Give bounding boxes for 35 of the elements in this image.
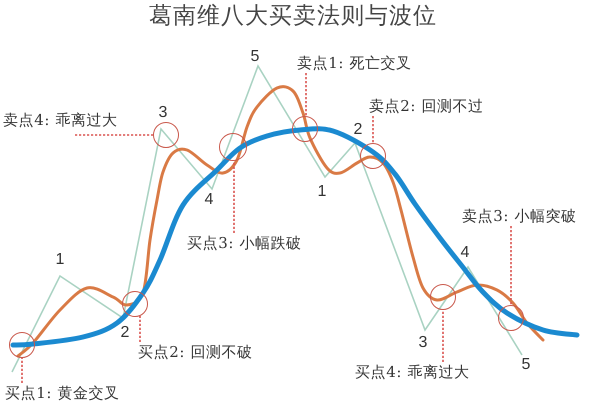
wave-number: 1 — [56, 252, 64, 268]
callout-label: 卖点1: 死亡交叉 — [297, 53, 412, 73]
highlight-circle — [360, 143, 386, 169]
callout-label: 买点3: 小幅跌破 — [187, 233, 302, 253]
wave-number: 4 — [460, 245, 470, 261]
wave-number: 2 — [354, 122, 362, 138]
callout-label: 卖点4: 乖离过大 — [3, 106, 118, 135]
leader-line — [510, 226, 512, 305]
wave-number: 1 — [318, 184, 326, 200]
highlight-circle — [9, 332, 35, 358]
highlight-circle — [153, 122, 179, 148]
wave-number: 2 — [120, 325, 130, 341]
leader-line — [139, 316, 141, 342]
leader-line — [21, 358, 23, 383]
leader-line — [372, 116, 374, 143]
title: 葛南维八大买卖法则与波位 — [149, 3, 437, 29]
callout-label: 卖点3: 小幅突破 — [462, 206, 577, 226]
callout-label: 卖点2: 回测不过 — [369, 96, 484, 116]
callout-label: 买点1: 黄金交叉 — [5, 383, 120, 403]
highlight-circle — [122, 291, 148, 317]
highlight-circle — [219, 133, 247, 161]
callout-label: 买点2: 回测不破 — [138, 342, 253, 362]
leader-line — [442, 310, 444, 362]
wave-number: 3 — [418, 335, 428, 351]
leader-line — [75, 134, 153, 136]
wave-number: 5 — [250, 49, 260, 65]
callout-label: 买点4: 乖离过大 — [355, 362, 470, 382]
wave-number: 3 — [158, 105, 168, 121]
wave-number: 4 — [204, 192, 214, 208]
highlight-circle — [498, 305, 524, 331]
leader-line — [233, 160, 235, 233]
leader-line — [305, 73, 307, 116]
highlight-circle — [292, 116, 318, 142]
highlight-circle — [430, 284, 456, 310]
wave-number: 5 — [522, 357, 530, 373]
